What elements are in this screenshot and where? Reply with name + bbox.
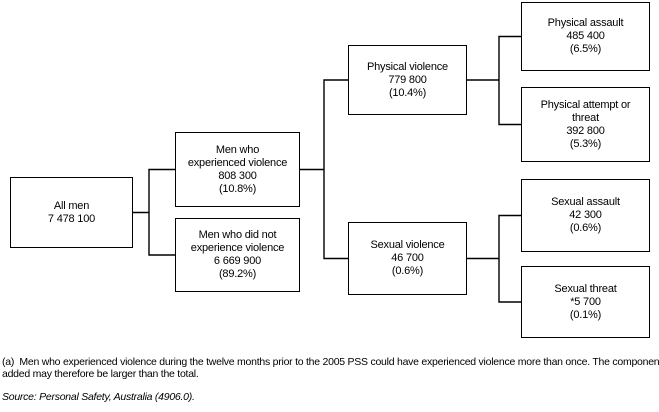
node-text-line: (5.3%) (569, 137, 602, 150)
node-physical-assault: Physical assault 485 400 (6.5%) (521, 2, 650, 71)
node-text-line: (10.4%) (388, 86, 427, 99)
node-physical-violence: Physical violence 779 800 (10.4%) (348, 45, 467, 115)
node-sexual-assault: Sexual assault 42 300 (0.6%) (521, 179, 650, 252)
node-text-line: experience violence (190, 242, 285, 254)
node-text-line: All men (53, 199, 90, 212)
node-text-line: Physical assault (547, 17, 624, 29)
node-text-line: 808 300 (218, 169, 257, 182)
connector-physical-to-level4 (467, 35, 521, 126)
node-text-line: (0.6%) (391, 265, 424, 277)
node-text-line: (89.2%) (218, 268, 257, 280)
node-text-line: threat (572, 111, 599, 124)
node-text-line: Sexual threat (554, 282, 617, 295)
node-text-line: 7 478 100 (47, 212, 96, 225)
node-text-line: 42 300 (569, 209, 602, 221)
node-sexual-violence: Sexual violence 46 700 (0.6%) (348, 222, 467, 295)
node-text-line: Sexual violence (370, 239, 445, 251)
node-text-line: (0.6%) (569, 222, 602, 234)
node-text-line: 779 800 (388, 73, 427, 86)
node-text-line: 392 800 (566, 124, 605, 137)
node-text-line: 46 700 (391, 252, 424, 264)
node-men-experienced-violence: Men who experienced violence 808 300 (10… (175, 132, 300, 207)
node-men-no-violence: Men who did not experience violence 6 66… (175, 218, 300, 292)
node-text-line: Sexual assault (551, 196, 620, 208)
node-text-line: 485 400 (566, 30, 605, 42)
node-text-line: Men who did not (198, 229, 277, 241)
connector-experienced-to-level3 (300, 79, 348, 260)
connector-allmen-to-level2 (133, 168, 175, 256)
node-text-line: (10.8%) (218, 182, 257, 195)
node-text-line: Physical attempt or (540, 98, 631, 111)
footnote-a-line1: (a) Men who experienced violence during … (2, 356, 659, 368)
node-text-line: *5 700 (570, 295, 601, 308)
node-text-line: Physical violence (367, 60, 448, 73)
node-sexual-threat: Sexual threat *5 700 (0.1%) (521, 266, 650, 338)
node-physical-attempt-or-threat: Physical attempt or threat 392 800 (5.3%… (521, 87, 650, 162)
node-text-line: (6.5%) (569, 43, 602, 55)
node-text-line: (0.1%) (569, 308, 602, 321)
source-note: Source: Personal Safety, Australia (4906… (2, 391, 195, 403)
node-text-line: Men who (215, 143, 260, 156)
footnote-a-line2: added may therefore be larger than the t… (2, 368, 199, 380)
node-text-line: experienced violence (187, 156, 288, 169)
node-all-men: All men 7 478 100 (10, 177, 133, 248)
node-text-line: 6 669 900 (213, 255, 262, 267)
connector-sexual-to-level4 (467, 214, 521, 303)
